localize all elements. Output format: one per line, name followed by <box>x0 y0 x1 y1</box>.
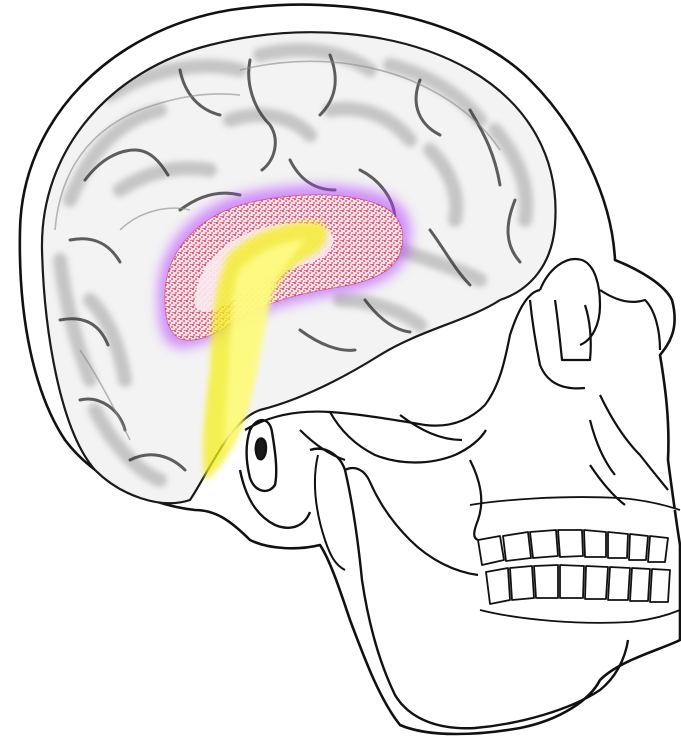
anatomy-illustration <box>0 0 681 753</box>
skull-brain-sagittal-diagram <box>0 0 681 753</box>
